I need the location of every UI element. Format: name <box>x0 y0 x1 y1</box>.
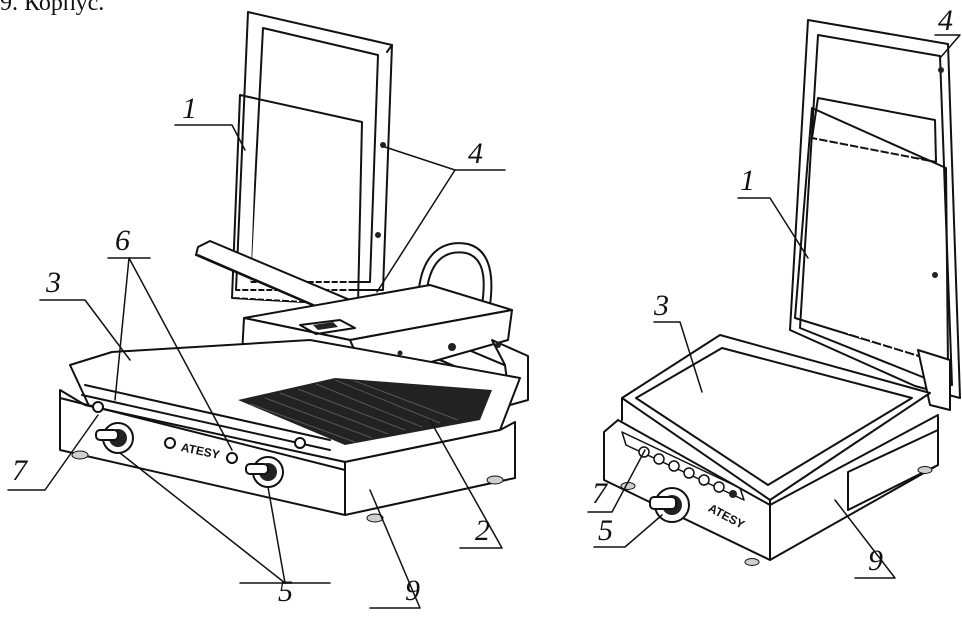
left-grill: ATESY <box>7 11 529 609</box>
left-callout-2: 2 <box>475 514 490 547</box>
right-callout-9: 9 <box>868 544 883 577</box>
left-callout-6: 6 <box>115 224 130 257</box>
left-base-body: ATESY <box>59 389 516 523</box>
right-leader-lines <box>587 34 961 579</box>
left-leader-lines <box>7 124 506 609</box>
left-callout-7: 7 <box>12 454 29 487</box>
right-callout-4: 4 <box>938 4 953 37</box>
right-callout-5: 5 <box>598 514 613 547</box>
left-callout-9: 9 <box>405 574 420 607</box>
left-callouts: 1 6 4 3 7 2 5 9 <box>12 92 490 608</box>
right-grill: ATESY <box>587 19 961 579</box>
right-lower-plate <box>621 334 931 521</box>
left-knob-1 <box>95 422 134 454</box>
left-callout-5: 5 <box>278 575 293 608</box>
right-upper-lid <box>789 19 961 411</box>
left-callout-3: 3 <box>45 266 61 299</box>
right-callout-1: 1 <box>740 164 755 197</box>
left-knob-2 <box>245 456 284 488</box>
right-callout-3: 3 <box>653 289 669 322</box>
right-knob <box>649 487 690 523</box>
caption-text: 9. Корпус. <box>0 0 105 16</box>
right-callouts: 4 1 3 7 5 9 <box>592 4 953 577</box>
left-callout-1: 1 <box>182 92 197 125</box>
right-base-body: ATESY <box>603 414 939 566</box>
right-callout-7: 7 <box>592 477 609 510</box>
left-callout-4: 4 <box>468 137 483 170</box>
left-lower-plates <box>69 339 521 463</box>
